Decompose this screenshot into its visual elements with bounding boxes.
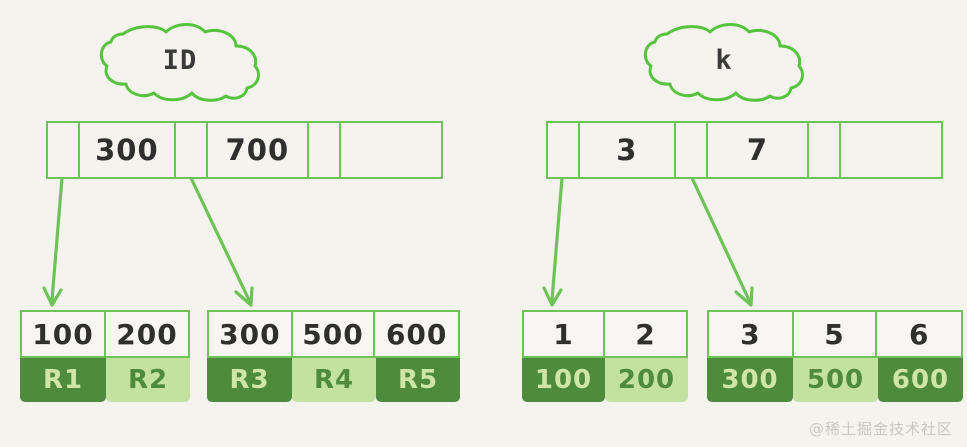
leaf-key-cell[interactable]: 6 xyxy=(908,317,930,351)
leaf-value-row: R3 R4 R5 xyxy=(207,358,460,402)
leaf-value-row: 100 200 xyxy=(522,358,688,402)
index-node-k[interactable]: 3 7 xyxy=(546,121,943,179)
leaf-key-row: 300 500 600 xyxy=(207,310,460,358)
index-pointer-cell[interactable] xyxy=(48,123,80,177)
leaf-value-row: R1 R2 xyxy=(20,358,190,402)
leaf-value-cell[interactable]: R4 xyxy=(292,358,376,402)
arrow-id-ptr2-head xyxy=(234,286,254,307)
index-key-cell[interactable]: 700 xyxy=(208,123,310,177)
cloud-label-k: k xyxy=(715,45,733,76)
index-empty-cell[interactable] xyxy=(841,123,941,177)
leaf-value-cell[interactable]: 500 xyxy=(793,358,878,402)
leaf-value-cell[interactable]: R1 xyxy=(20,358,106,402)
leaf-value-cell[interactable]: R2 xyxy=(106,358,190,402)
leaf-value-cell[interactable]: 600 xyxy=(878,358,963,402)
arrow-k-ptr2-head xyxy=(734,286,754,307)
arrow-id-ptr2-to-leaf2 xyxy=(189,176,251,302)
leaf-value-cell[interactable]: R5 xyxy=(376,358,460,402)
leaf-key-cell[interactable]: 200 xyxy=(116,317,178,351)
leaf-node-1[interactable]: 100 200 R1 R2 xyxy=(20,310,190,402)
watermark-text: @稀土掘金技术社区 xyxy=(808,420,953,438)
leaf-key-cell[interactable]: 3 xyxy=(709,312,794,356)
arrow-k-ptr2-to-leaf4 xyxy=(690,176,751,302)
index-node-id[interactable]: 300 700 xyxy=(46,121,443,179)
leaf-key-cell[interactable]: 5 xyxy=(794,312,878,356)
leaf-key-row: 3 5 6 xyxy=(707,310,963,358)
index-pointer-cell[interactable] xyxy=(309,123,341,177)
index-key-cell[interactable]: 3 xyxy=(580,123,677,177)
arrow-k-ptr1-head xyxy=(542,286,563,307)
leaf-value-cell[interactable]: 300 xyxy=(707,358,793,402)
leaf-node-4[interactable]: 3 5 6 300 500 600 xyxy=(707,310,963,402)
index-pointer-cell[interactable] xyxy=(809,123,841,177)
leaf-key-cell[interactable]: 2 xyxy=(635,317,656,351)
leaf-node-3[interactable]: 1 2 100 200 xyxy=(522,310,688,402)
index-empty-cell[interactable] xyxy=(341,123,441,177)
leaf-key-cell[interactable]: 300 xyxy=(209,312,293,356)
cloud-label-id: ID xyxy=(162,45,198,76)
arrow-k-ptr1-to-leaf3 xyxy=(550,176,564,302)
index-pointer-cell[interactable] xyxy=(676,123,708,177)
index-pointer-cell[interactable] xyxy=(548,123,580,177)
index-key-cell[interactable]: 300 xyxy=(80,123,177,177)
index-key-cell[interactable]: 7 xyxy=(708,123,810,177)
leaf-key-row: 1 2 xyxy=(522,310,688,358)
leaf-value-cell[interactable]: 100 xyxy=(522,358,605,402)
arrow-id-ptr1-head xyxy=(42,286,63,307)
index-pointer-cell[interactable] xyxy=(176,123,208,177)
arrow-id-ptr1-to-leaf1 xyxy=(50,176,64,302)
leaf-key-cell[interactable]: 1 xyxy=(524,312,606,356)
leaf-key-cell[interactable]: 500 xyxy=(293,312,376,356)
leaf-key-row: 100 200 xyxy=(20,310,190,358)
leaf-value-cell[interactable]: 200 xyxy=(605,358,688,402)
leaf-node-2[interactable]: 300 500 600 R3 R4 R5 xyxy=(207,310,460,402)
leaf-key-cell[interactable]: 100 xyxy=(22,312,106,356)
leaf-value-cell[interactable]: R3 xyxy=(207,358,292,402)
leaf-key-cell[interactable]: 600 xyxy=(385,317,448,351)
leaf-value-row: 300 500 600 xyxy=(707,358,963,402)
